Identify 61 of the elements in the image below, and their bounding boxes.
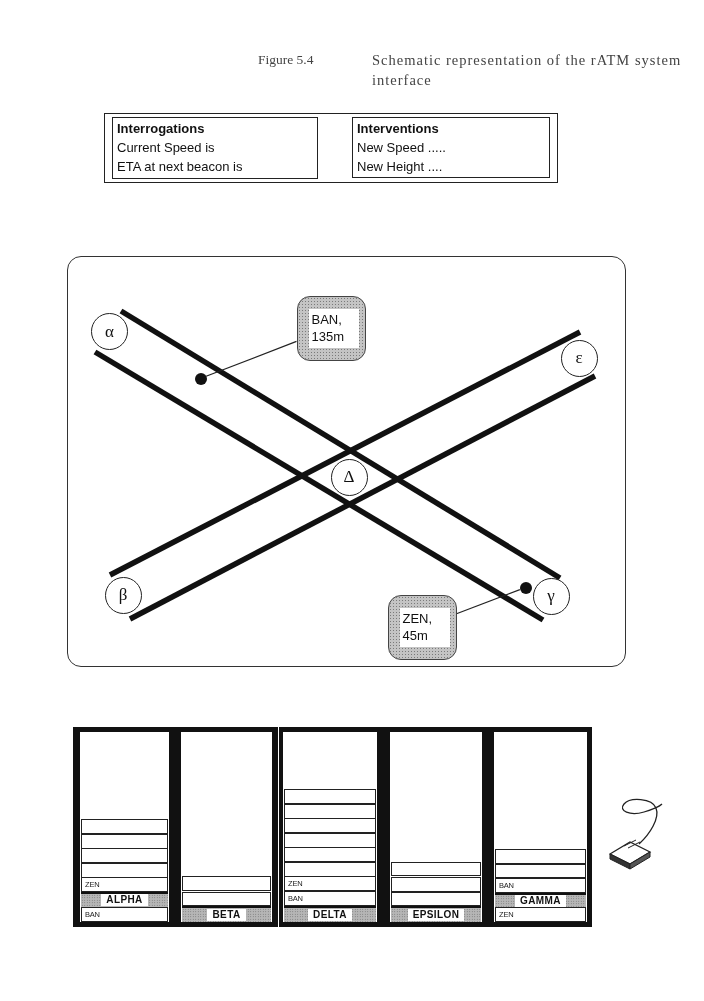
menu-item: New Speed ..... — [357, 139, 447, 157]
waypoint-circle — [91, 313, 128, 350]
waypoint-label: α — [105, 321, 114, 342]
menu-item: New Height .... — [357, 158, 444, 176]
flight-strip — [495, 907, 586, 922]
strip-board — [73, 727, 592, 927]
waypoint-circle — [104, 576, 142, 614]
flight-strip — [284, 876, 376, 891]
flight-strip — [182, 891, 271, 906]
strip-bay — [181, 732, 272, 922]
flight-strip — [391, 892, 481, 906]
flight-strip — [81, 877, 168, 892]
callout-box — [296, 295, 366, 361]
flight-strip — [391, 877, 481, 892]
flight-strip — [495, 878, 586, 893]
flight-strip — [81, 848, 168, 863]
bay-name: GAMMA — [515, 894, 566, 907]
bay-name: ALPHA — [101, 894, 148, 907]
bay-name: DELTA — [308, 909, 352, 921]
strip-bay — [283, 732, 377, 922]
marker-dot-icon — [194, 372, 207, 385]
bay-name: EPSILON — [407, 909, 465, 921]
bay-name-bar — [284, 906, 376, 922]
flight-strip — [391, 862, 481, 876]
menu-bar-panel — [104, 113, 558, 183]
menu-item: ETA at next beacon is — [117, 158, 244, 176]
marker-dot-icon — [519, 581, 532, 594]
flight-strip — [495, 849, 586, 864]
flight-strip — [81, 907, 168, 922]
figure-number: Figure 5.4 — [258, 51, 314, 69]
menu-box — [112, 117, 318, 179]
map-panel — [67, 256, 626, 667]
figure-caption: Schematic representation of the rATM system interface — [372, 51, 683, 90]
waypoint-circle — [330, 458, 368, 496]
leader-line — [455, 589, 521, 615]
menu-item: Current Speed is — [117, 139, 216, 157]
leader-line — [205, 340, 298, 377]
waypoint-label: β — [118, 585, 128, 605]
flight-strip — [182, 876, 271, 891]
waypoint-circle — [560, 339, 598, 377]
strip-bay — [390, 732, 482, 922]
waypoint-label: Δ — [343, 467, 355, 487]
bay-name-bar — [391, 906, 481, 922]
strip-bay — [494, 732, 587, 922]
flight-strip — [284, 818, 376, 833]
bay-name-bar — [182, 906, 271, 922]
menu-box — [352, 117, 550, 178]
waypoint-circle — [532, 577, 570, 615]
flight-strip — [284, 891, 376, 906]
waypoint-label: ε — [575, 348, 583, 368]
flight-strip — [284, 789, 376, 804]
strip-bay — [80, 732, 169, 922]
menu-heading: Interrogations — [117, 120, 206, 138]
menu-heading: Interventions — [357, 120, 440, 138]
callout-box — [387, 594, 457, 660]
waypoint-label: γ — [547, 586, 555, 606]
bay-name: BETA — [207, 909, 246, 921]
callout-text: BAN, 135m — [308, 308, 359, 348]
flight-strip — [284, 847, 376, 862]
flight-strip — [81, 819, 168, 834]
callout-text: ZEN, 45m — [399, 607, 450, 647]
